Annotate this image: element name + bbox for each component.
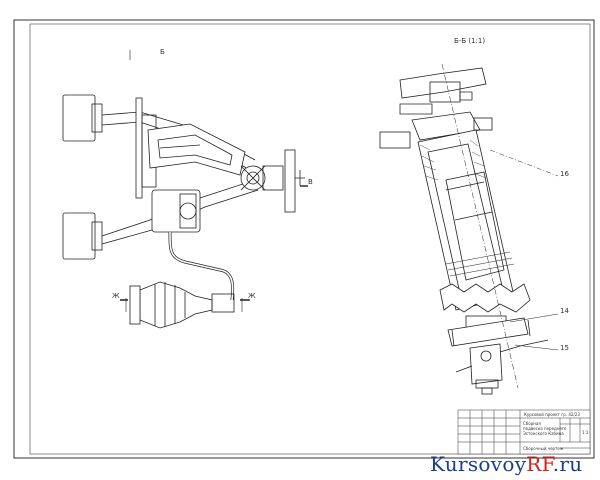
title-block-scale: 1:1 [582,430,589,435]
watermark-part1: Kursovoy [430,452,527,476]
inner-frame [29,23,591,455]
right-section-view [379,63,559,395]
title-block-assembly: Сборочный чертеж [523,446,564,451]
view-label-b: Б [160,48,165,56]
section-title: Б-Б (1:1) [454,37,486,45]
title-block-name-3: Эстонского Кабина [523,431,564,436]
callout-14: 14 [560,307,569,315]
title-block-name-1: Сборная [523,421,541,426]
callout-15: 15 [560,344,569,352]
section-marker-left: Ж [112,292,120,300]
section-marker-right: Ж [248,292,256,300]
view-marker-v: В [308,178,313,186]
title-block-code: Курсовой проект гр. 42/23 [524,412,580,417]
watermark-part3: .ru [552,452,583,476]
left-view-assembly [62,50,308,329]
outer-frame [13,19,595,459]
callout-16: 16 [560,170,569,178]
title-block-name-2: подвеска переднего [523,426,567,431]
site-watermark: KursovoyRF.ru [430,452,582,476]
title-block [457,409,591,455]
watermark-part2: RF [526,452,553,476]
